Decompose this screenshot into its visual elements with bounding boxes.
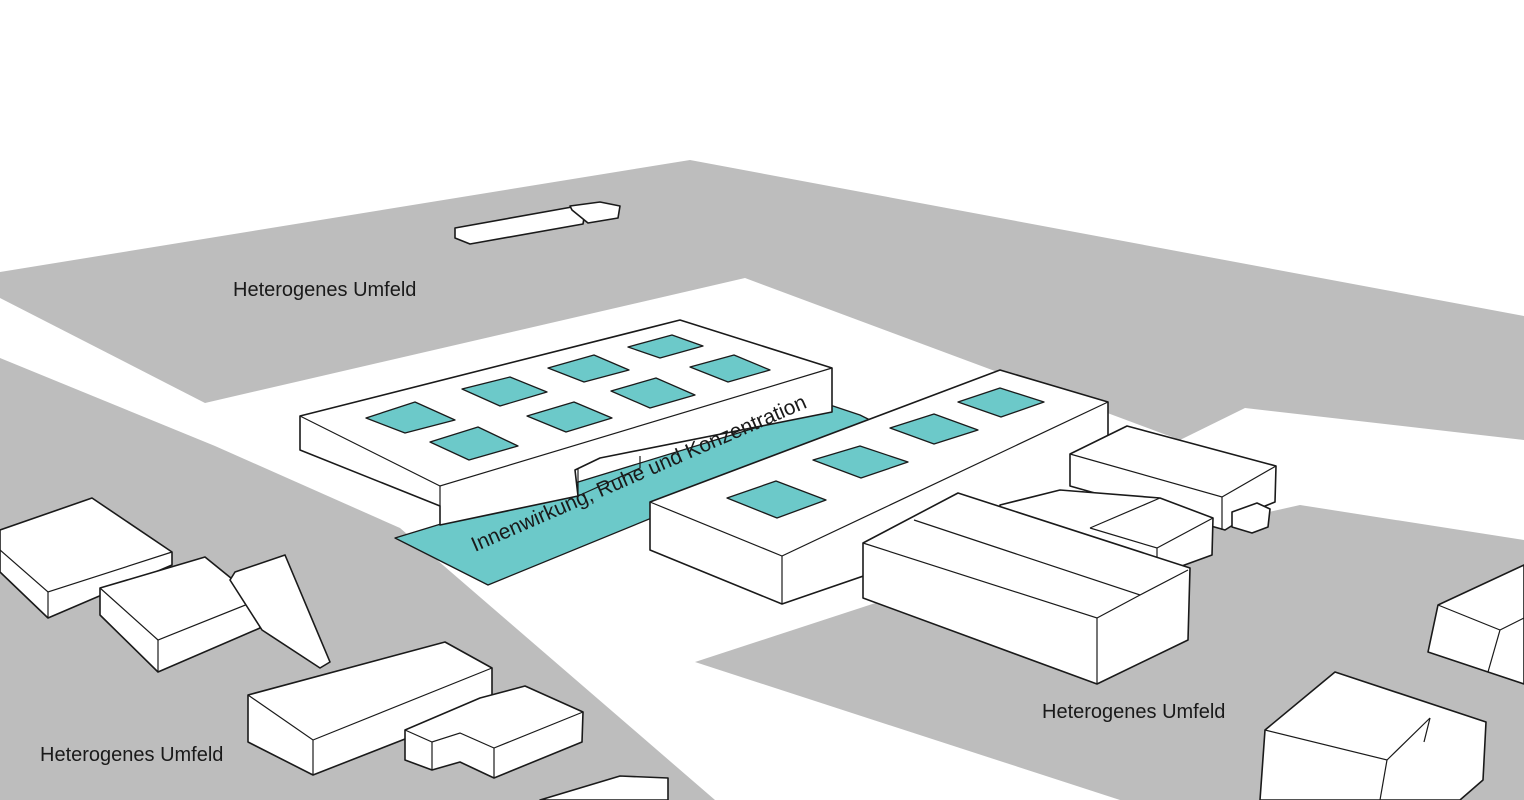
label-surroundings-right: Heterogenes Umfeld [1042,701,1225,723]
building-north-small [454,201,621,245]
building-southwest-3 [229,554,331,669]
label-surroundings-bottom-left: Heterogenes Umfeld [40,744,223,766]
surrounding-area-southwest [0,358,715,800]
building-southwest-1 [0,497,173,619]
light-wells-right [726,387,1045,519]
building-far-east-upper [1427,564,1524,685]
main-building-left [299,319,833,526]
building-far-east-lower [1259,671,1487,800]
building-south-edge [539,775,669,800]
building-southwest-5 [404,685,584,779]
light-wells-left [365,334,771,461]
building-east-long-hall [862,492,1191,685]
label-surroundings-top: Heterogenes Umfeld [233,279,416,301]
surrounding-area-north [0,160,1524,440]
